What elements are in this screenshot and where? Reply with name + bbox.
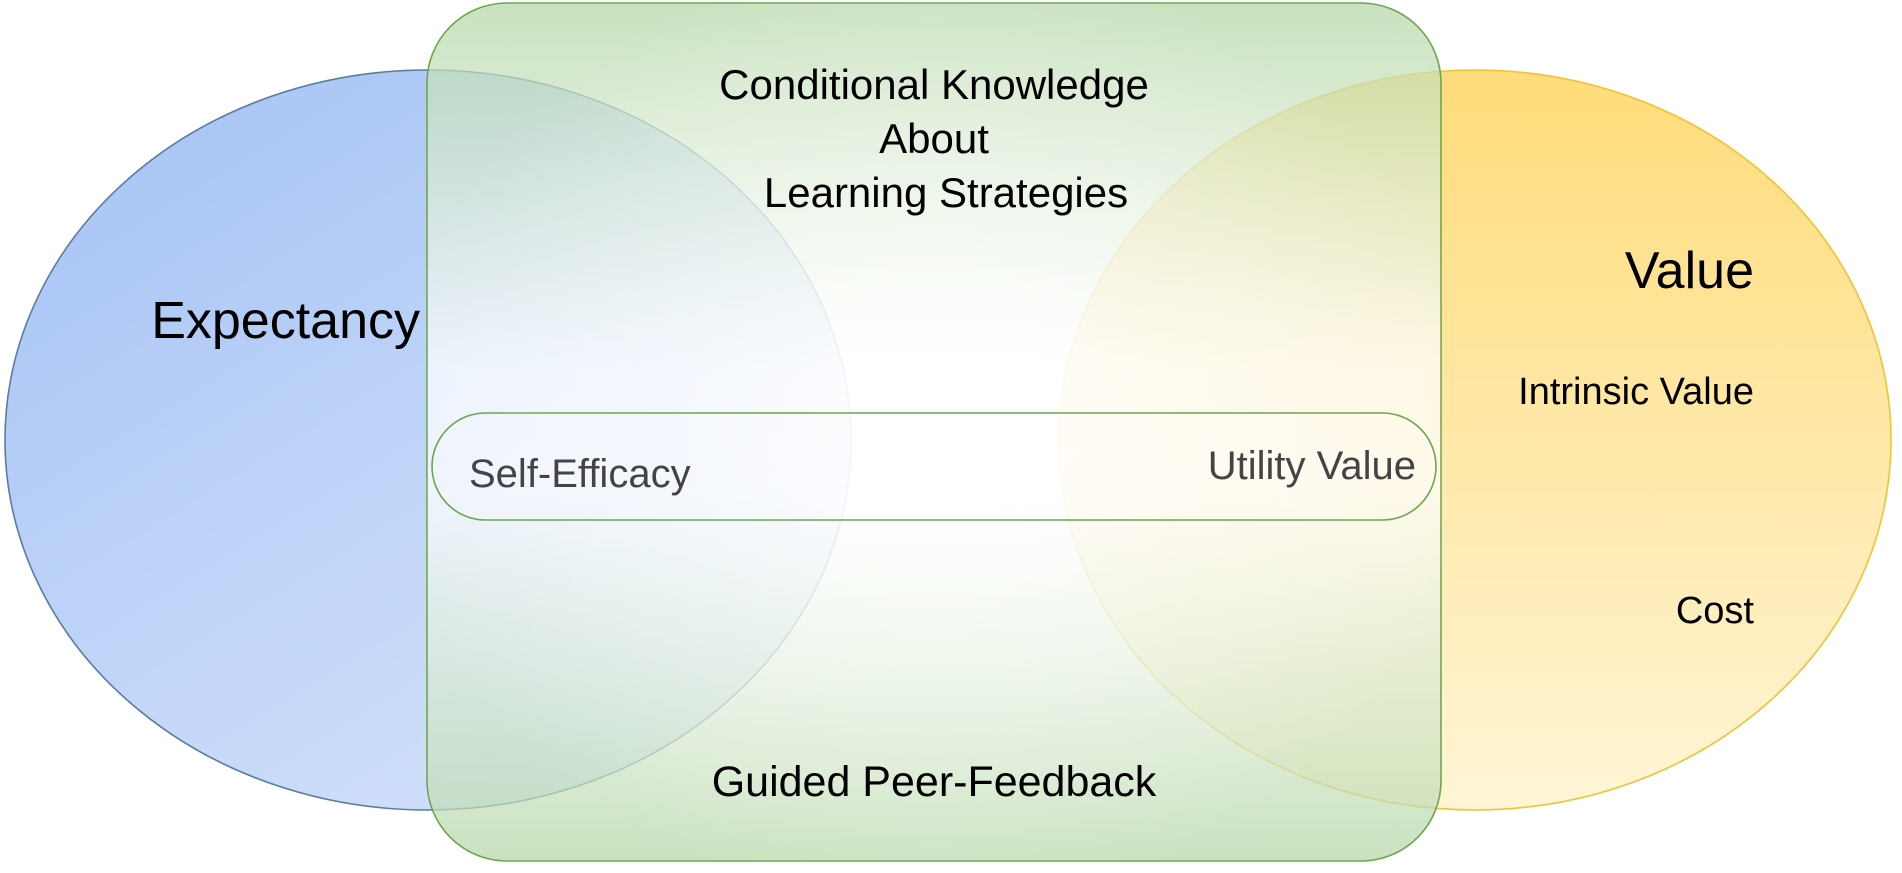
intervention-box-highlight — [427, 3, 1441, 861]
cost-label: Cost — [1676, 590, 1755, 632]
utility-value-label: Utility Value — [1208, 444, 1416, 488]
self-efficacy-label: Self-Efficacy — [469, 452, 691, 496]
top-intervention-line-2: About — [879, 115, 989, 162]
linking-capsule — [431, 412, 1437, 521]
value-label: Value — [1625, 242, 1754, 300]
intrinsic-value-label: Intrinsic Value — [1518, 371, 1754, 413]
top-intervention-line-3: Learning Strategies — [764, 169, 1128, 216]
top-intervention-line-1: Conditional Knowledge — [719, 61, 1149, 108]
expectancy-label: Expectancy — [151, 292, 420, 350]
bottom-intervention-label: Guided Peer-Feedback — [712, 758, 1157, 806]
